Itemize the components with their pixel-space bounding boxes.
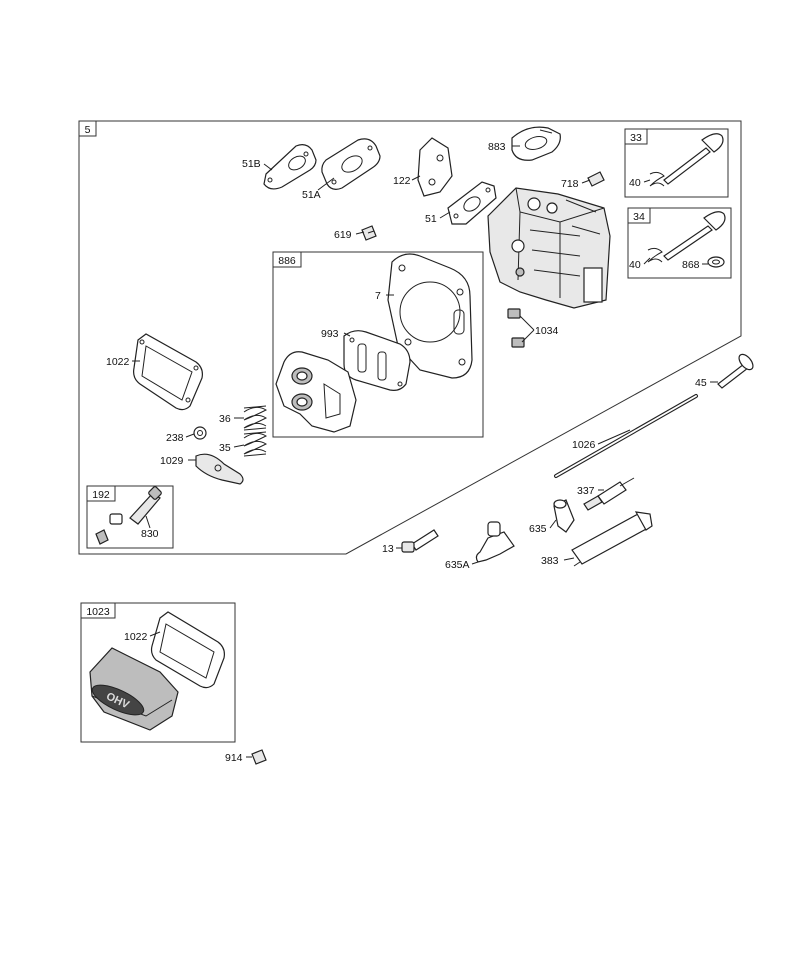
spark-plug-337 — [583, 477, 635, 511]
spring-35 — [243, 431, 268, 457]
exhaust-valve-box — [624, 128, 729, 198]
intake-valve-box — [627, 207, 732, 279]
cylinder-head — [487, 187, 611, 309]
washer-238 — [193, 426, 207, 440]
intake-valve-34 — [647, 211, 726, 268]
fitting-635a — [475, 521, 515, 563]
label-1022: 1022 — [106, 356, 130, 368]
label-238: 238 — [166, 432, 184, 444]
gasket-51b — [263, 144, 317, 190]
label-830: 830 — [141, 528, 159, 540]
label-1029: 1029 — [160, 455, 184, 467]
label-51: 51 — [425, 213, 437, 225]
tube-383 — [571, 511, 653, 567]
box-label-gasket-set: 886 — [278, 255, 296, 267]
elbow-635 — [553, 499, 575, 533]
label-868: 868 — [682, 259, 700, 271]
label-36: 36 — [219, 413, 231, 425]
label-914: 914 — [225, 752, 243, 764]
label-7: 7 — [375, 290, 381, 302]
label-718: 718 — [561, 178, 579, 190]
rocker-cover-box — [80, 602, 236, 743]
gasket-set-box — [272, 251, 484, 438]
label-35: 35 — [219, 442, 231, 454]
box-label-spark-plug-kit: 192 — [92, 489, 110, 501]
port-gasket — [275, 351, 357, 433]
box-label-rocker-cover: 1023 — [86, 606, 110, 618]
label-635: 635 — [529, 523, 547, 535]
main-assembly-frame — [78, 120, 742, 555]
label-383: 383 — [541, 555, 559, 567]
insulator-122 — [417, 137, 453, 197]
label-1026: 1026 — [572, 439, 596, 451]
spark-plug-kit-box — [86, 485, 174, 549]
leader-lines — [132, 145, 718, 758]
label-1022-lower: 1022 — [124, 631, 148, 643]
push-rod-1026 — [554, 394, 698, 478]
screw-619 — [361, 225, 377, 241]
box-label-exhaust-valve: 33 — [630, 132, 642, 144]
label-40-exhaust: 40 — [629, 177, 641, 189]
spark-plug-parts-830 — [95, 486, 162, 545]
part-labels: 51B 51A 122 51 883 718 619 7 993 1034 10… — [106, 141, 707, 764]
rocker-arm-1029 — [195, 453, 244, 485]
gasket-51a — [321, 138, 381, 190]
label-51b: 51B — [242, 158, 261, 170]
label-619: 619 — [334, 229, 352, 241]
label-993: 993 — [321, 328, 339, 340]
rocker-gasket-1022-lower — [150, 611, 225, 689]
label-883: 883 — [488, 141, 506, 153]
label-635a: 635A — [445, 559, 470, 571]
clips-1034 — [507, 308, 525, 348]
rocker-cover: OHV — [89, 647, 179, 731]
head-gasket-7 — [387, 253, 473, 379]
screw-914 — [251, 749, 267, 765]
gasket-883 — [511, 126, 561, 161]
bolt-13 — [401, 529, 439, 553]
label-1034: 1034 — [535, 325, 559, 337]
label-51a: 51A — [302, 189, 321, 201]
label-122: 122 — [393, 175, 411, 187]
gasket-993 — [343, 330, 411, 391]
label-40-intake: 40 — [629, 259, 641, 271]
spring-36 — [243, 405, 268, 431]
exhaust-valve-33 — [649, 133, 724, 187]
label-337: 337 — [577, 485, 595, 497]
label-13: 13 — [382, 543, 394, 555]
rocker-gasket-1022 — [133, 333, 203, 411]
box-label-main: 5 — [85, 124, 91, 136]
pin-718 — [587, 171, 605, 187]
box-label-intake-valve: 34 — [633, 211, 645, 223]
gasket-51 — [447, 181, 497, 225]
label-45: 45 — [695, 377, 707, 389]
valve-45 — [717, 353, 754, 389]
